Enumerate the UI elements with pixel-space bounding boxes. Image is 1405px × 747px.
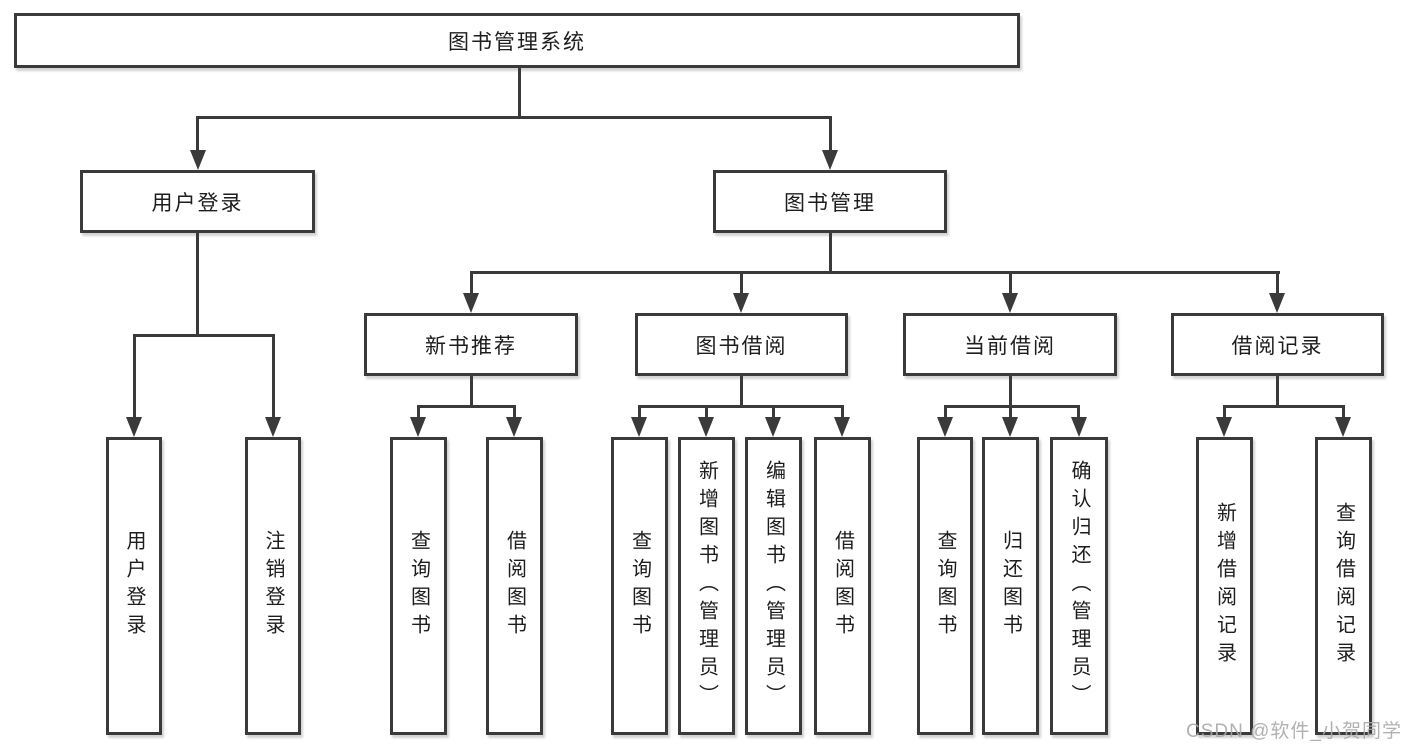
- leaf-query-books-borrow: 查询图书: [611, 437, 668, 735]
- arrowhead-br-leaf2-icon: [1335, 417, 1351, 437]
- connector-user-login-stem: [196, 231, 199, 337]
- arrowhead-bb-leaf1-icon: [631, 417, 647, 437]
- node-root: 图书管理系统: [14, 13, 1020, 68]
- connector-bb-leaf2-drop: [705, 405, 708, 420]
- node-book-borrow: 图书借阅: [635, 313, 848, 376]
- arrowhead-bb-leaf3-icon: [765, 417, 781, 437]
- connector-borrow-record-drop: [1276, 271, 1279, 295]
- connector-br-leaf2-drop: [1342, 405, 1345, 420]
- connector-new-book-rail: [417, 405, 516, 408]
- leaf-return-book: 归还图书: [982, 437, 1039, 735]
- connector-book-borrow-drop: [740, 271, 743, 295]
- connector-book-borrow-rail: [638, 405, 844, 408]
- connector-bb-leaf1-drop: [638, 405, 641, 420]
- arrowhead-leaf-login-icon: [126, 417, 142, 437]
- arrowhead-cb-leaf2-icon: [1002, 417, 1018, 437]
- arrowhead-nb-leaf1-icon: [410, 417, 426, 437]
- leaf-add-borrow-record: 新增借阅记录: [1196, 437, 1253, 735]
- connector-borrow-record-stem: [1276, 374, 1279, 406]
- connector-leaf-login-drop: [133, 334, 136, 419]
- leaf-query-borrow-record: 查询借阅记录: [1315, 437, 1372, 735]
- connector-book-mgmt-stem: [829, 231, 832, 274]
- connector-current-borrow-drop: [1009, 271, 1012, 295]
- connector-new-book-stem: [470, 374, 473, 406]
- leaf-borrow-books: 借阅图书: [814, 437, 871, 735]
- csdn-watermark: CSDN @软件_小贺同学: [1186, 721, 1402, 742]
- connector-book-mgmt-drop: [829, 116, 832, 152]
- connector-current-borrow-rail: [944, 405, 1080, 408]
- arrowhead-br-leaf1-icon: [1216, 417, 1232, 437]
- leaf-user-login: 用户登录: [106, 437, 162, 735]
- arrowhead-bb-leaf2-icon: [698, 417, 714, 437]
- connector-leaf-logout-drop: [272, 334, 275, 419]
- connector-cb-leaf3-drop: [1077, 405, 1080, 420]
- connector-new-book-drop: [470, 271, 473, 295]
- leaf-add-book-admin: 新增图书（管理员）: [678, 437, 735, 735]
- arrowhead-new-book-icon: [463, 293, 479, 313]
- connector-borrow-record-rail: [1223, 405, 1345, 408]
- node-user-login: 用户登录: [80, 170, 315, 233]
- leaf-confirm-return-admin: 确认归还（管理员）: [1050, 437, 1108, 735]
- arrowhead-borrow-record-icon: [1269, 293, 1285, 313]
- arrowhead-book-mgmt-icon: [822, 150, 838, 170]
- connector-cb-leaf1-drop: [944, 405, 947, 420]
- arrowhead-user-login-icon: [190, 150, 206, 170]
- node-new-book-recommend: 新书推荐: [364, 313, 578, 376]
- arrowhead-leaf-logout-icon: [265, 417, 281, 437]
- connector-br-leaf1-drop: [1223, 405, 1226, 420]
- arrowhead-nb-leaf2-icon: [506, 417, 522, 437]
- leaf-query-books-recommend: 查询图书: [390, 437, 447, 735]
- arrowhead-cb-leaf1-icon: [937, 417, 953, 437]
- connector-current-borrow-stem: [1009, 374, 1012, 406]
- connector-book-borrow-stem: [740, 374, 743, 406]
- connector-nb-leaf1-drop: [417, 405, 420, 420]
- arrowhead-cb-leaf3-icon: [1071, 417, 1087, 437]
- connector-cb-leaf2-drop: [1009, 405, 1012, 420]
- connector-level2-rail: [470, 271, 1280, 274]
- leaf-edit-book-admin: 编辑图书（管理员）: [745, 437, 802, 735]
- arrowhead-current-borrow-icon: [1002, 293, 1018, 313]
- leaf-query-books-current: 查询图书: [917, 437, 973, 735]
- node-current-borrow: 当前借阅: [903, 313, 1117, 376]
- connector-nb-leaf2-drop: [513, 405, 516, 420]
- arrowhead-bb-leaf4-icon: [834, 417, 850, 437]
- node-book-management: 图书管理: [713, 170, 947, 233]
- connector-root-stem: [518, 66, 521, 118]
- connector-user-login-rail: [133, 334, 275, 337]
- leaf-borrow-books-recommend: 借阅图书: [486, 437, 543, 735]
- node-borrow-record: 借阅记录: [1171, 313, 1384, 376]
- connector-level1-rail: [196, 116, 832, 119]
- leaf-logout: 注销登录: [245, 437, 301, 735]
- arrowhead-book-borrow-icon: [733, 293, 749, 313]
- connector-bb-leaf3-drop: [772, 405, 775, 420]
- connector-bb-leaf4-drop: [841, 405, 844, 420]
- connector-user-login-drop: [196, 116, 199, 152]
